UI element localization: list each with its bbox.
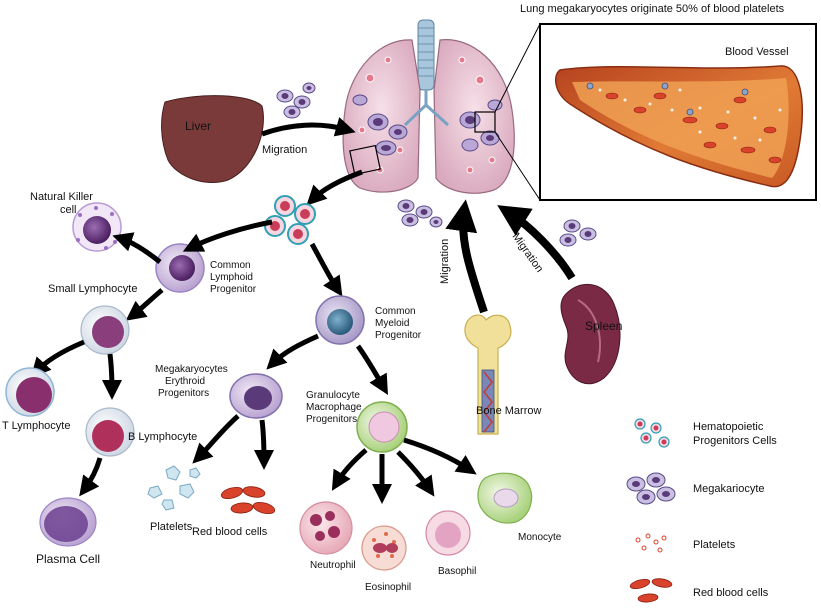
arrow-hpc-clp <box>182 219 273 252</box>
plasma-cell <box>39 497 97 547</box>
legend-hpc-label-1: Hematopoietic <box>693 421 764 433</box>
mep-label-2: Erythroid <box>165 376 205 387</box>
granulocyte-macrophage-progenitor <box>356 401 408 453</box>
clp-label-1: Common <box>210 260 251 271</box>
arrow-lung-hpc <box>306 169 363 206</box>
arrow-liver-lung <box>261 117 356 137</box>
cmp-label-1: Common <box>375 306 416 317</box>
platelets-label: Platelets <box>150 521 193 533</box>
arrow-cmp-mep <box>266 333 320 370</box>
arrow-marrow-lung <box>445 199 488 314</box>
cmp-label-3: Progenitor <box>375 330 422 341</box>
bone-marrow-organ <box>464 314 512 435</box>
migration-label-liver: Migration <box>262 144 307 156</box>
arrow-spleen-lung <box>497 205 576 281</box>
arrow-small-b <box>101 353 122 400</box>
clp-label-3: Progenitor <box>210 284 257 295</box>
liver-label: Liver <box>185 119 211 133</box>
gmp-label-1: Granulocyte <box>306 390 360 401</box>
mep-label-3: Progenitors <box>158 388 209 399</box>
lungs <box>342 19 515 194</box>
arrow-mep-rbc <box>253 419 274 470</box>
rbc-cells <box>220 486 276 515</box>
common-myeloid-progenitor <box>315 295 365 345</box>
basophil-label: Basophil <box>438 566 476 577</box>
eosinophil-label: Eosinophil <box>365 582 411 593</box>
monocyte-label: Monocyte <box>518 532 562 543</box>
gmp-label-2: Macrophage <box>306 402 362 413</box>
arrow-gmp-basophil <box>396 450 435 497</box>
b-lymphocyte-cell <box>85 407 135 457</box>
legend: Hematopoietic Progenitors Cells Megakari… <box>626 418 777 603</box>
blood-vessel-label: Blood Vessel <box>725 46 789 58</box>
arrow-clp-nk <box>112 232 162 264</box>
hpc-cluster-spleen <box>559 219 597 247</box>
arrow-cmp-gmp <box>355 344 388 395</box>
platelets-cells <box>147 465 201 511</box>
bone-marrow-label: Bone Marrow <box>476 405 541 417</box>
rbc-label: Red blood cells <box>192 526 268 538</box>
arrow-small-t <box>30 339 85 378</box>
legend-hpc-icon <box>634 418 670 448</box>
natural-killer-cell <box>72 202 122 252</box>
arrow-clp-small <box>125 288 164 321</box>
cmp-label-2: Myeloid <box>375 318 409 329</box>
legend-rbc-icon <box>629 578 673 603</box>
legend-platelets-label: Platelets <box>693 539 736 551</box>
legend-megakaryocyte-icon <box>626 472 676 505</box>
basophil-cell <box>425 510 471 556</box>
arrow-gmp-neutrophil <box>331 448 368 491</box>
t-lymphocyte-cell <box>5 367 55 417</box>
b-lymphocyte-label: B Lymphocyte <box>128 431 197 443</box>
spleen-organ <box>560 283 621 385</box>
spleen-label: Spleen <box>585 319 622 333</box>
hpc-cluster-marrow <box>397 199 443 228</box>
top-note: Lung megakaryocytes originate 50% of blo… <box>520 3 785 15</box>
monocyte-cell <box>477 472 533 524</box>
mep-label-1: Megakaryocytes <box>155 364 228 375</box>
t-lymphocyte-label: T Lymphocyte <box>2 420 70 432</box>
neutrophil-cell <box>299 501 353 555</box>
arrow-mep-platelets <box>192 414 240 464</box>
common-lymphoid-progenitor <box>155 243 205 293</box>
arrow-hpc-cmp <box>309 242 343 297</box>
small-lymphocyte-cell <box>80 305 130 355</box>
arrow-gmp-monocyte <box>403 437 477 475</box>
migration-label-marrow: Migration <box>439 239 451 284</box>
legend-platelets-icon <box>635 533 667 553</box>
hpc-cluster-liver <box>276 82 316 119</box>
nk-label-2: cell <box>60 204 77 216</box>
neutrophil-label: Neutrophil <box>310 560 356 571</box>
plasma-cell-label: Plasma Cell <box>36 552 100 566</box>
clp-label-2: Lymphoid <box>210 272 253 283</box>
eosinophil-cell <box>361 525 407 571</box>
mk-erythroid-progenitor <box>229 373 283 419</box>
blood-vessel <box>554 65 803 188</box>
legend-hpc-label-2: Progenitors Cells <box>693 435 777 447</box>
small-lymphocyte-label: Small Lymphocyte <box>48 283 137 295</box>
nk-label-1: Natural Killer <box>30 191 93 203</box>
legend-rbc-label: Red blood cells <box>693 587 769 599</box>
gmp-label-3: Progenitors <box>306 414 357 425</box>
hpc-cluster-center <box>264 195 316 245</box>
arrow-b-plasma <box>79 457 103 497</box>
legend-megakaryocyte-label: Megakariocyte <box>693 483 765 495</box>
liver-organ <box>161 95 264 184</box>
